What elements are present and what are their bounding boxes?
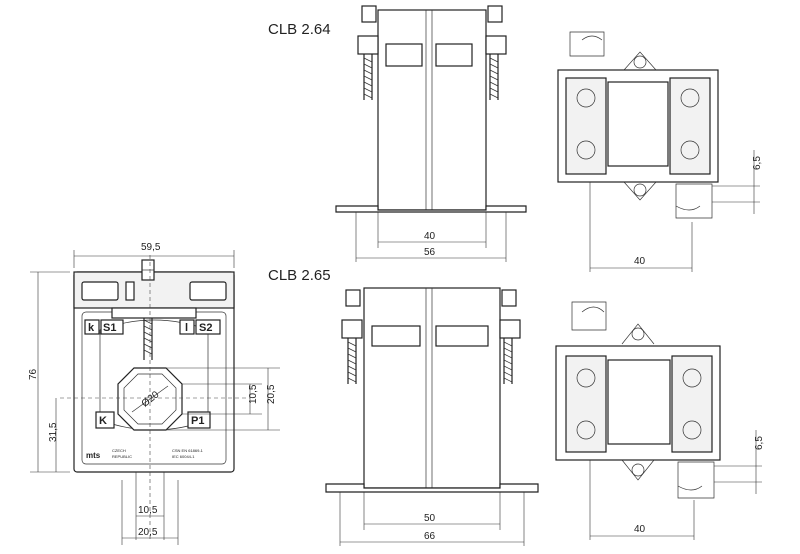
clb265-dim-inner: 50 (424, 513, 436, 524)
clb264-top-view: 40 6,5 (557, 31, 763, 272)
label-s2: S2 (199, 322, 212, 334)
dim-offset: 31,5 (48, 422, 59, 442)
front-view: Ø20 k S1 l S2 K P1 mts CZECH REPUBLIC CS… (28, 242, 280, 545)
nameplate: mts CZECH REPUBLIC CSN EN 61869-1 IEC 60… (86, 448, 204, 460)
clb265-dim-outer: 66 (424, 531, 436, 542)
title-clb265: CLB 2.65 (268, 267, 331, 284)
clb265-top-view: 40 6,5 (555, 301, 765, 540)
label-s1: S1 (103, 322, 116, 334)
front-bracket (111, 307, 197, 319)
clb264-dim-inner: 40 (424, 231, 436, 242)
dim-bottom-a: 10,5 (138, 505, 158, 516)
label-P1: P1 (191, 415, 204, 427)
svg-text:REPUBLIC: REPUBLIC (112, 454, 132, 459)
logo: mts (86, 451, 101, 460)
clb264-top-dim-small: 6,5 (752, 156, 763, 170)
dim-width: 59,5 (141, 242, 161, 253)
dim-hole-b: 20,5 (266, 384, 277, 404)
front-fuse (125, 281, 135, 301)
label-K: K (99, 415, 107, 427)
dim-height: 76 (28, 368, 39, 380)
clb264-top-dim-width: 40 (634, 256, 646, 267)
clb265-top-dim-small: 6,5 (754, 436, 765, 450)
dim-hole-a: 10,5 (248, 384, 259, 404)
threaded-rod (143, 316, 153, 360)
svg-text:CSN EN 61869-1: CSN EN 61869-1 (172, 448, 204, 453)
clb264-flange (335, 205, 527, 213)
title-clb264: CLB 2.64 (268, 21, 331, 38)
clb264-side-view: 40 56 (335, 5, 527, 262)
dim-bottom-b: 20,5 (138, 527, 158, 538)
clb265-side-view: 50 66 (325, 287, 539, 546)
front-slot-right (189, 281, 227, 301)
svg-text:CZECH: CZECH (112, 448, 126, 453)
label-k: k (88, 322, 95, 334)
label-l: l (185, 322, 188, 334)
clb264-dim-outer: 56 (424, 247, 436, 258)
svg-text:IEC 60044-1: IEC 60044-1 (172, 454, 195, 459)
clb265-flange (325, 483, 539, 493)
front-slot-left (81, 281, 119, 301)
clb265-top-dim-width: 40 (634, 524, 646, 535)
